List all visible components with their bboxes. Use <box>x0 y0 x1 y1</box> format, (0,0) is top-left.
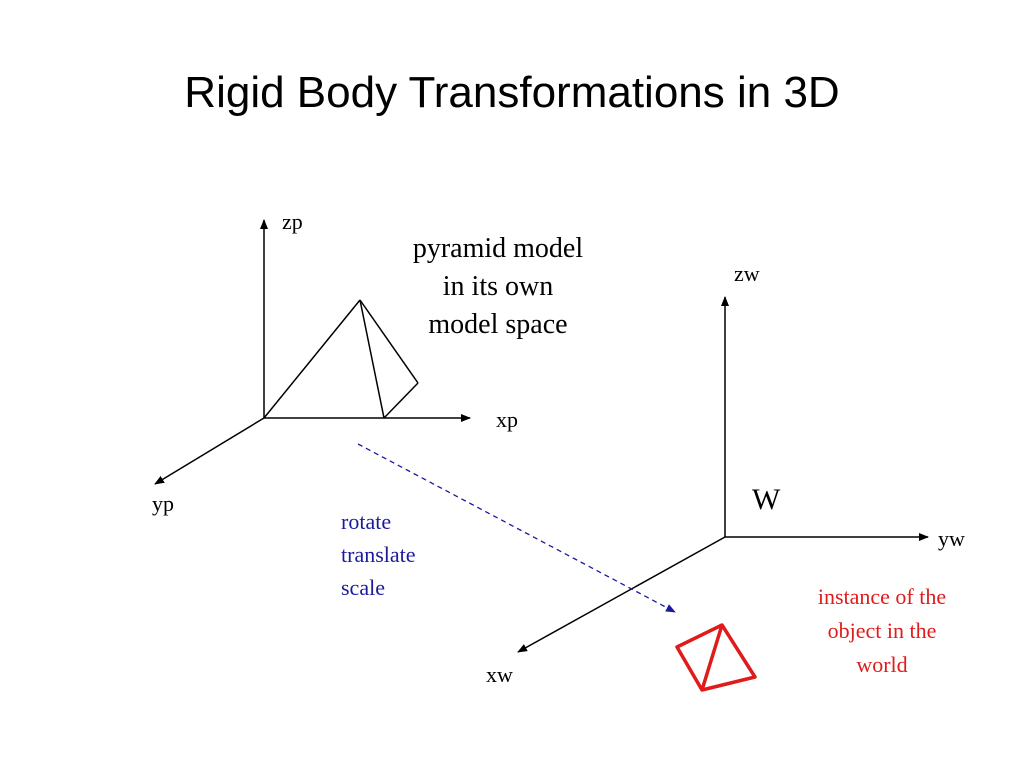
world-axes <box>517 296 929 653</box>
instance-caption-line-2: object in the <box>827 618 937 643</box>
world-z-label: zw <box>734 261 760 286</box>
world-y-label: yw <box>938 526 965 551</box>
model-caption-line-2: in its own <box>442 271 554 302</box>
model-y-axis <box>154 417 265 485</box>
instance-caption: instance of the object in the world <box>782 580 982 682</box>
model-caption-line-3: model space <box>428 309 568 340</box>
world-origin-label: W <box>752 483 781 516</box>
transform-arrow <box>357 443 676 613</box>
model-z-label: zp <box>282 209 303 234</box>
model-axes <box>154 219 471 485</box>
slide-title: Rigid Body Transformations in 3D <box>184 68 840 117</box>
operation-translate: translate <box>341 542 416 567</box>
pyramid-instance <box>675 623 757 692</box>
instance-caption-line-1: instance of the <box>817 584 947 609</box>
instance-caption-line-3: world <box>856 652 908 677</box>
operation-rotate: rotate <box>341 509 392 534</box>
model-y-label: yp <box>152 491 174 516</box>
model-caption-line-1: pyramid model <box>412 233 584 264</box>
world-x-axis <box>517 536 726 653</box>
world-x-label: xw <box>486 662 513 687</box>
model-x-label: xp <box>496 407 518 432</box>
transform-operations: rotate translate scale <box>341 505 416 604</box>
pyramid-model <box>263 299 419 419</box>
operation-scale: scale <box>341 575 385 600</box>
model-caption: pyramid model in its own model space <box>378 230 618 344</box>
